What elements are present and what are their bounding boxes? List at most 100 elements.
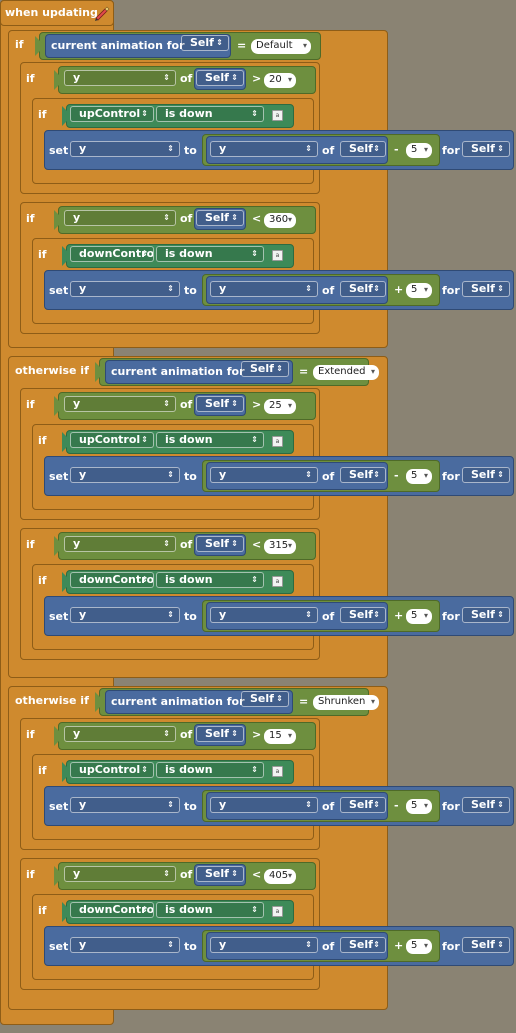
- key-toggle-icon[interactable]: a: [272, 250, 283, 261]
- self-dropdown[interactable]: Self⇕: [196, 536, 244, 552]
- self-dropdown[interactable]: Self⇕: [462, 467, 510, 483]
- key-state-dropdown[interactable]: is down⇕: [156, 432, 264, 448]
- limit-value-dropdown[interactable]: 405▾: [264, 869, 296, 884]
- property-dropdown[interactable]: y⇕: [70, 607, 180, 623]
- object-block[interactable]: [194, 864, 246, 886]
- property-dropdown[interactable]: y⇕: [70, 937, 180, 953]
- key-state-dropdown[interactable]: is down⇕: [156, 106, 264, 122]
- current-animation-block[interactable]: [105, 690, 293, 714]
- self-dropdown[interactable]: Self⇕: [340, 141, 386, 157]
- control-dropdown[interactable]: upControl⇕: [70, 106, 154, 122]
- self-dropdown[interactable]: Self⇕: [196, 866, 244, 882]
- key-toggle-icon[interactable]: a: [272, 436, 283, 447]
- property-dropdown[interactable]: y⇕: [210, 467, 318, 483]
- get-property-block[interactable]: [206, 136, 388, 164]
- step-value-dropdown[interactable]: 5▾: [406, 939, 432, 954]
- control-dropdown[interactable]: downControl⇕: [70, 572, 154, 588]
- property-dropdown[interactable]: y⇕: [64, 726, 176, 742]
- object-block[interactable]: [194, 208, 246, 230]
- self-dropdown[interactable]: Self⇕: [196, 210, 244, 226]
- self-dropdown[interactable]: Self⇕: [340, 467, 386, 483]
- key-toggle-icon[interactable]: a: [272, 110, 283, 121]
- object-block[interactable]: [194, 724, 246, 746]
- self-dropdown[interactable]: Self⇕: [196, 70, 244, 86]
- self-dropdown[interactable]: Self⇕: [340, 797, 386, 813]
- key-toggle-icon[interactable]: a: [272, 576, 283, 587]
- animation-name-dropdown-value: Shrunken: [318, 696, 366, 707]
- self-dropdown[interactable]: Self⇕: [462, 281, 510, 297]
- property-dropdown[interactable]: y⇕: [210, 141, 318, 157]
- property-dropdown[interactable]: y⇕: [210, 797, 318, 813]
- self-dropdown[interactable]: Self⇕: [241, 691, 289, 707]
- property-dropdown[interactable]: y⇕: [70, 281, 180, 297]
- property-dropdown[interactable]: y⇕: [64, 536, 176, 552]
- get-property-block[interactable]: [206, 276, 388, 304]
- step-value-dropdown[interactable]: 5▾: [406, 799, 432, 814]
- object-block[interactable]: [194, 534, 246, 556]
- limit-value-dropdown[interactable]: 15▾: [264, 729, 296, 744]
- object-block[interactable]: [194, 68, 246, 90]
- key-state-dropdown[interactable]: is down⇕: [156, 762, 264, 778]
- property-dropdown[interactable]: y⇕: [70, 467, 180, 483]
- property-dropdown[interactable]: y⇕: [210, 937, 318, 953]
- block-notch: [62, 902, 72, 922]
- object-block[interactable]: [194, 394, 246, 416]
- key-toggle-icon[interactable]: a: [272, 766, 283, 777]
- key-check-block[interactable]: [66, 900, 294, 924]
- self-dropdown-value: Self: [471, 282, 495, 295]
- self-dropdown[interactable]: Self⇕: [241, 361, 289, 377]
- limit-value-dropdown[interactable]: 25▾: [264, 399, 296, 414]
- property-dropdown[interactable]: y⇕: [210, 607, 318, 623]
- event-header[interactable]: [0, 0, 114, 26]
- self-dropdown[interactable]: Self⇕: [462, 797, 510, 813]
- property-dropdown[interactable]: y⇕: [64, 70, 176, 86]
- control-dropdown[interactable]: upControl⇕: [70, 762, 154, 778]
- self-dropdown[interactable]: Self⇕: [462, 141, 510, 157]
- step-value-dropdown[interactable]: 5▾: [406, 609, 432, 624]
- get-property-block[interactable]: [206, 602, 388, 630]
- animation-name-dropdown[interactable]: Shrunken▾: [313, 695, 379, 710]
- get-property-block[interactable]: [206, 792, 388, 820]
- step-value-dropdown[interactable]: 5▾: [406, 283, 432, 298]
- self-dropdown[interactable]: Self⇕: [196, 726, 244, 742]
- key-state-dropdown[interactable]: is down⇕: [156, 246, 264, 262]
- step-value-dropdown[interactable]: 5▾: [406, 469, 432, 484]
- self-dropdown[interactable]: Self⇕: [181, 35, 229, 51]
- self-dropdown[interactable]: Self⇕: [462, 607, 510, 623]
- step-value-dropdown[interactable]: 5▾: [406, 143, 432, 158]
- self-dropdown-value: Self: [205, 727, 229, 740]
- get-property-block[interactable]: [206, 462, 388, 490]
- limit-value-dropdown[interactable]: 360▾: [264, 213, 296, 228]
- self-dropdown[interactable]: Self⇕: [340, 281, 386, 297]
- get-property-block[interactable]: [206, 932, 388, 960]
- self-dropdown[interactable]: Self⇕: [340, 937, 386, 953]
- key-check-block[interactable]: [66, 760, 294, 784]
- key-state-dropdown[interactable]: is down⇕: [156, 572, 264, 588]
- self-dropdown[interactable]: Self⇕: [196, 396, 244, 412]
- limit-value-dropdown[interactable]: 20▾: [264, 73, 296, 88]
- key-check-block[interactable]: [66, 104, 294, 128]
- key-toggle-icon[interactable]: a: [272, 906, 283, 917]
- property-dropdown[interactable]: y⇕: [64, 866, 176, 882]
- key-check-block[interactable]: [66, 430, 294, 454]
- self-dropdown[interactable]: Self⇕: [340, 607, 386, 623]
- property-dropdown[interactable]: y⇕: [210, 281, 318, 297]
- animation-name-dropdown[interactable]: Extended▾: [313, 365, 379, 380]
- control-dropdown-value: downControl: [79, 573, 154, 586]
- control-dropdown[interactable]: downControl⇕: [70, 902, 154, 918]
- property-dropdown[interactable]: y⇕: [70, 797, 180, 813]
- key-state-dropdown[interactable]: is down⇕: [156, 902, 264, 918]
- property-dropdown[interactable]: y⇕: [64, 396, 176, 412]
- property-dropdown[interactable]: y⇕: [70, 141, 180, 157]
- property-dropdown[interactable]: y⇕: [64, 210, 176, 226]
- control-dropdown[interactable]: upControl⇕: [70, 432, 154, 448]
- limit-value-dropdown[interactable]: 315▾: [264, 539, 296, 554]
- key-check-block[interactable]: [66, 244, 294, 268]
- key-check-block[interactable]: [66, 570, 294, 594]
- current-animation-block[interactable]: [45, 34, 231, 58]
- current-animation-block[interactable]: [105, 360, 293, 384]
- self-dropdown[interactable]: Self⇕: [462, 937, 510, 953]
- animation-name-dropdown[interactable]: Default▾: [251, 39, 311, 54]
- control-dropdown[interactable]: downControl⇕: [70, 246, 154, 262]
